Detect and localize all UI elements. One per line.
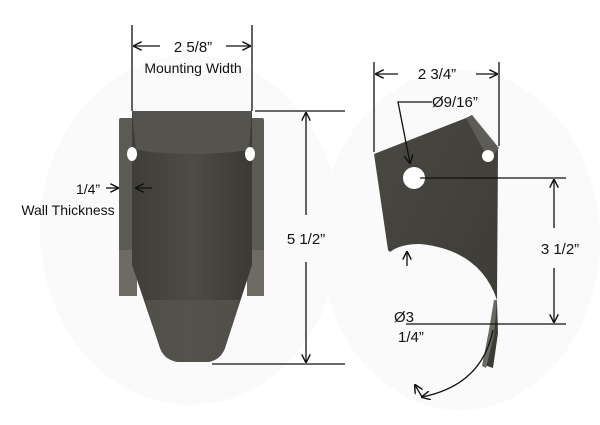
hole-diameter-leader	[397, 101, 432, 163]
height-value: 5 1/2”	[287, 231, 325, 248]
mounting-width-label: Mounting Width	[144, 60, 241, 76]
hole-diameter-value: Ø9/16”	[432, 94, 478, 111]
pivot-hole	[403, 167, 425, 189]
side-notch-hole	[482, 150, 494, 162]
hole-height-value: 3 1/2”	[541, 241, 579, 258]
arc-diameter-line1: Ø3	[394, 309, 414, 326]
front-view-bracket	[119, 111, 264, 362]
arc-diameter-line2: 1/4”	[398, 329, 424, 346]
hole-height-dimension	[406, 177, 566, 325]
side-width-dimension	[373, 62, 500, 152]
height-dimension	[212, 110, 345, 365]
left-mounting-hole	[127, 147, 137, 161]
arc-diameter-dimension	[407, 252, 494, 397]
wall-thickness-value: 1/4”	[76, 181, 100, 197]
mounting-width-dimension	[131, 25, 253, 111]
front-plate	[132, 111, 252, 362]
side-width-value: 2 3/4”	[418, 66, 456, 83]
right-mounting-hole	[245, 147, 255, 161]
wall-thickness-label: Wall Thickness	[21, 202, 114, 218]
mounting-width-value: 2 5/8”	[174, 39, 212, 56]
